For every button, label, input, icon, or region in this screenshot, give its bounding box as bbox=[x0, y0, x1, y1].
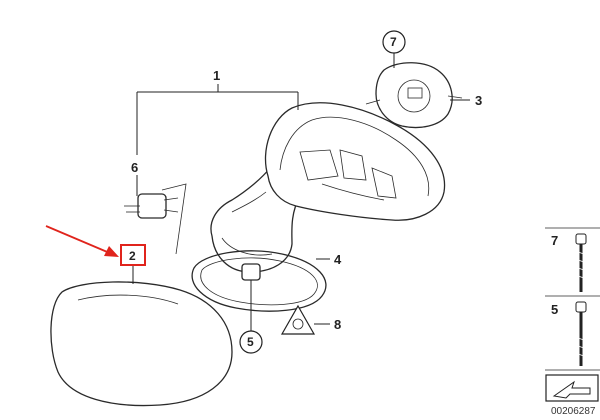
reference-number: 00206287 bbox=[551, 406, 596, 417]
screw-long-icon bbox=[575, 233, 587, 292]
leader-lines bbox=[132, 53, 470, 332]
base-stud bbox=[241, 263, 261, 281]
mirror-motor[interactable] bbox=[365, 62, 463, 129]
mirror-cap[interactable] bbox=[50, 281, 233, 407]
highlight-box bbox=[120, 244, 146, 266]
side-label-7: 7 bbox=[551, 233, 558, 248]
gasket[interactable] bbox=[191, 250, 327, 312]
callout-5: 5 bbox=[239, 330, 263, 354]
callout-7: 7 bbox=[382, 30, 406, 54]
svg-text:5: 5 bbox=[247, 335, 254, 349]
label-4: 4 bbox=[334, 252, 342, 267]
label-6: 6 bbox=[131, 160, 138, 175]
screw-short-icon bbox=[575, 301, 587, 366]
warning-triangle-icon bbox=[280, 304, 316, 335]
label-2[interactable]: 2 bbox=[129, 249, 136, 263]
label-8: 8 bbox=[334, 317, 341, 332]
connector[interactable] bbox=[124, 193, 179, 219]
mirror-housing[interactable] bbox=[264, 102, 446, 221]
side-label-5: 5 bbox=[551, 302, 558, 317]
reference-box bbox=[545, 374, 599, 402]
label-1: 1 bbox=[213, 68, 220, 83]
svg-text:7: 7 bbox=[390, 35, 397, 49]
highlight-arrow bbox=[45, 225, 119, 257]
label-3: 3 bbox=[475, 93, 482, 108]
